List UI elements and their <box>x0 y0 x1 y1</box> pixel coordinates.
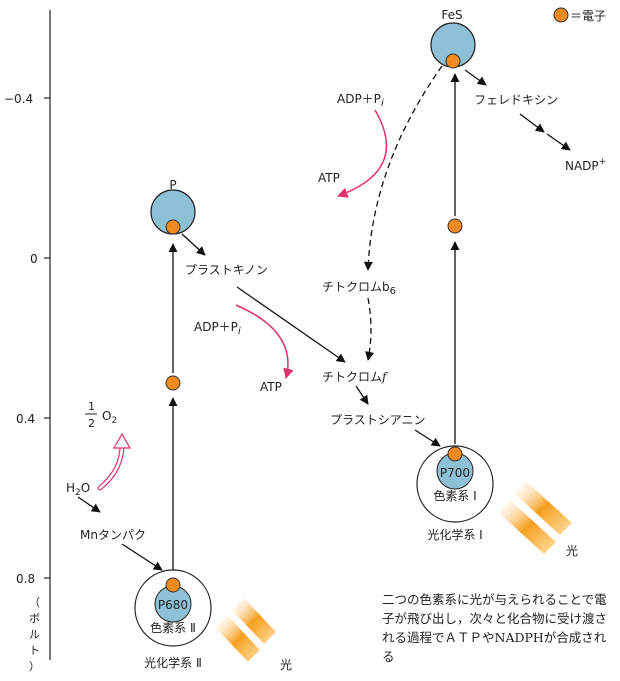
electron-icon <box>165 219 181 235</box>
light-beam-icon: 光 <box>498 481 578 558</box>
arrow-to-nadp-1 <box>519 113 545 133</box>
atp-top-label: ATP <box>318 171 340 185</box>
pigment-system-2-label: 色素系 Ⅱ <box>150 621 196 635</box>
fes-label: FeS <box>441 8 462 22</box>
pigment-system-1-label: 色素系 Ⅰ <box>433 489 476 503</box>
atp-synthesis-mid: ADP＋Pi ATP <box>194 304 294 394</box>
svg-text:ボ: ボ <box>29 612 40 625</box>
photosystem-1: P700 色素系 Ⅰ 光化学系 Ⅰ <box>416 445 494 542</box>
half-o2-label: 1 2 O2 <box>85 400 117 430</box>
svg-text:ル: ル <box>29 628 40 641</box>
p680-label: P680 <box>158 598 188 612</box>
voltage-axis: −0.4 0 0.4 0.8 （ ボ ル ト ） <box>4 10 51 673</box>
water-oxidation: H2O Mnタンパク 1 2 O2 <box>66 400 163 571</box>
tick-label: 0.8 <box>16 572 35 586</box>
primary-acceptor-p: P <box>150 178 196 235</box>
plastocyanin-label: プラストシアニン <box>330 413 426 427</box>
axis-unit: （ ボ ル ト ） <box>29 596 40 673</box>
svg-text:1: 1 <box>88 400 95 413</box>
ferredoxin-label: フェレドキシン <box>474 93 558 107</box>
cyclic-electron-flow-1 <box>363 65 443 271</box>
nadp-label: NADP+ <box>565 157 606 173</box>
p700-label: P700 <box>440 466 470 480</box>
p-label: P <box>169 178 176 192</box>
cytochrome-f-label: チトクロムf <box>322 370 389 384</box>
arrow-to-p680 <box>121 543 163 571</box>
arrow-to-mn-protein <box>77 496 101 513</box>
tick-label: 0.4 <box>16 412 35 426</box>
electron-icon <box>447 446 463 462</box>
cyclic-electron-flow-2 <box>365 297 375 361</box>
electron-icon <box>165 375 181 391</box>
h2o-label: H2O <box>66 481 90 498</box>
svg-text:O2: O2 <box>102 409 117 426</box>
arrow-to-plastocyanin <box>355 385 369 405</box>
legend-label: ＝電子 <box>570 9 606 23</box>
legend: ＝電子 <box>553 7 606 23</box>
atp-mid-label: ATP <box>260 380 282 394</box>
svg-text:）: ） <box>29 660 40 673</box>
svg-text:（: （ <box>29 596 40 609</box>
atp-synthesis-top: ADP＋Pi ATP <box>318 92 388 198</box>
oxygen-release-icon <box>112 432 132 449</box>
tick-label: 0 <box>30 252 38 266</box>
svg-text:ト: ト <box>29 644 40 657</box>
light-label-2: 光 <box>280 658 292 672</box>
electron-icon <box>445 53 461 69</box>
photosystem-2-label: 光化学系 Ⅱ <box>144 655 202 670</box>
electron-icon <box>165 577 181 593</box>
arrow-to-nadp-2 <box>546 133 571 151</box>
photosystem-1-label: 光化学系 Ⅰ <box>427 527 482 542</box>
arrow-to-cytochrome-f <box>236 286 346 363</box>
electron-icon <box>447 218 463 234</box>
caption-text: 二つの色素系に光が与えられることで電子が飛び出し，次々と化合物に受け渡される過程… <box>382 592 608 664</box>
svg-text:2: 2 <box>88 417 95 430</box>
tick-label: −0.4 <box>4 92 33 106</box>
fes-acceptor: FeS <box>430 8 476 69</box>
photosystem-2: P680 色素系 Ⅱ 光化学系 Ⅱ <box>134 569 212 670</box>
arrow-to-ferredoxin <box>464 69 487 86</box>
adp-mid-label: ADP＋Pi <box>194 320 241 337</box>
light-beam-icon: 光 <box>216 598 292 672</box>
plastoquinone-label: プラストキノン <box>185 263 268 277</box>
mn-protein-label: Mnタンパク <box>80 528 146 542</box>
arrow-to-p700 <box>414 429 441 447</box>
light-label-1: 光 <box>566 544 578 558</box>
arrow-to-plastoquinone <box>181 233 206 256</box>
electron-icon <box>553 7 569 23</box>
cytochrome-b6-label: チトクロムb6 <box>322 280 396 297</box>
adp-top-label: ADP＋Pi <box>337 92 384 109</box>
